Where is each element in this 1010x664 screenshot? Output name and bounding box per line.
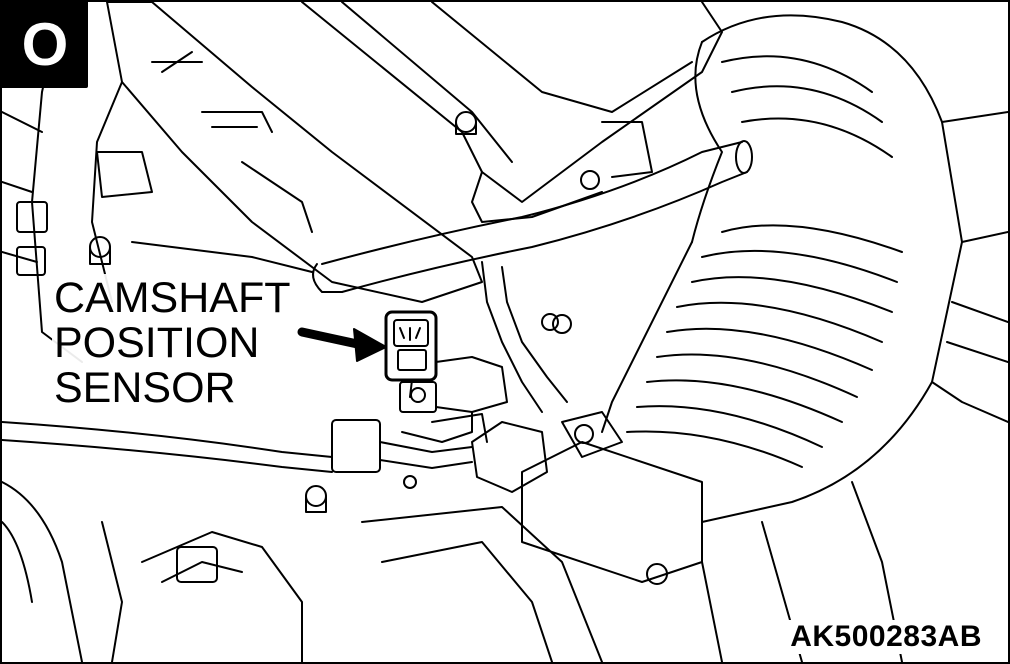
callout-line-1: CAMSHAFT: [54, 274, 291, 322]
callout-arrow: [297, 327, 387, 362]
sensor-callout-label: CAMSHAFT POSITION SENSOR: [52, 274, 297, 413]
vacuum-hose: [312, 140, 753, 293]
engine-cover: [2, 2, 483, 363]
wiring-harness: [2, 261, 572, 489]
camshaft-sensor-body: [384, 310, 508, 443]
view-letter: O: [21, 11, 69, 78]
air-intake-duct: [601, 14, 1008, 523]
callout-line-2: POSITION: [54, 319, 260, 367]
valve-cover: [301, 2, 723, 223]
lower-left-bracket: [2, 313, 903, 662]
throttle-body: [471, 411, 703, 585]
figure-code: AK500283AB: [786, 620, 986, 654]
view-letter-badge: O: [2, 2, 88, 88]
callout-line-3: SENSOR: [54, 364, 236, 412]
